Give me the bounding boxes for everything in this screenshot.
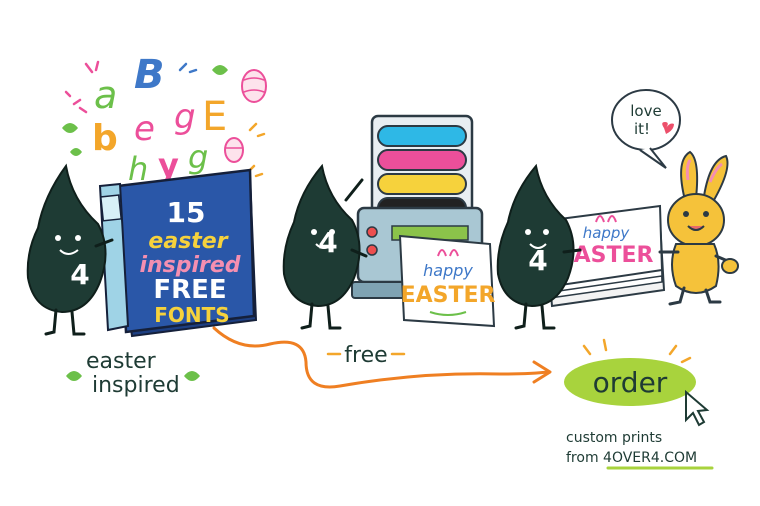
floating-letter-g: g: [174, 97, 196, 137]
step-labels: easter inspired free: [66, 343, 406, 398]
leaf-icon: [184, 371, 200, 381]
floating-letter-E: E: [202, 94, 227, 140]
stack-sheet-happy: happy: [583, 224, 631, 242]
sparkle-icon: [582, 338, 692, 364]
floating-letter-B: B: [134, 52, 165, 98]
mascot-reader: 4: [26, 163, 114, 336]
cyan-roller: [377, 125, 467, 147]
speech-line-2: it!: [634, 120, 650, 138]
caption-line-1: custom prints: [566, 430, 662, 446]
order-button-label: order: [593, 366, 668, 399]
floating-letter-e: e: [134, 109, 155, 149]
caption-line-2: from 4OVER4.COM: [566, 450, 697, 466]
cursor-icon: [685, 389, 710, 427]
caption: custom prints from 4OVER4.COM: [566, 430, 714, 470]
magenta-roller: [377, 149, 467, 171]
speech-bubble: love it!: [611, 89, 681, 169]
yellow-roller: [377, 173, 467, 195]
mascot-label: 4: [70, 258, 89, 291]
printer-sheet-happy: happy: [423, 261, 473, 280]
floating-letter-y: y: [158, 146, 179, 184]
book-title-easter: easter: [148, 229, 228, 254]
book-title-free: FREE: [153, 275, 226, 305]
print-stack: happy EASTER: [544, 204, 666, 308]
bunny: [658, 150, 739, 306]
fonts-book: 15 easter inspired FREE FONTS: [98, 168, 258, 338]
book-title-inspired: inspired: [139, 253, 240, 278]
letter-decorations: [62, 60, 267, 178]
printed-sheet: [398, 234, 496, 328]
label-easter: easter: [86, 349, 157, 374]
heart-icon: [662, 122, 674, 134]
floating-letters: a B b e g E h y g: [92, 52, 227, 188]
mascot-printer: 4: [282, 163, 368, 330]
arrowhead-icon: [532, 360, 552, 384]
book-title-fonts: FONTS: [154, 303, 229, 327]
mascot-label: 4: [528, 244, 547, 277]
leaf-icon: [62, 123, 78, 133]
easter-egg-icon: [241, 69, 267, 103]
speech-line-1: love: [630, 102, 661, 120]
printer-button-icon: [366, 226, 378, 238]
printing-press: happy EASTER: [351, 114, 496, 328]
label-inspired: inspired: [92, 373, 180, 398]
label-free: free: [344, 343, 387, 368]
floating-letter-b: b: [92, 118, 118, 159]
mascot-label: 4: [318, 226, 337, 259]
floating-letter-g2: g: [188, 138, 208, 176]
leaf-icon: [66, 371, 82, 381]
mascot-stack: 4: [496, 163, 582, 330]
floating-letter-a: a: [94, 73, 117, 117]
printer-sheet-easter: EASTER: [401, 283, 496, 308]
flow-arrow: [212, 326, 552, 389]
easter-egg-small-icon: [224, 137, 244, 163]
floating-letter-h: h: [128, 150, 148, 188]
order-button[interactable]: order: [564, 338, 696, 406]
printer-button-icon: [366, 244, 378, 256]
leaf-icon: [212, 65, 228, 75]
book-title-number: 15: [167, 196, 206, 229]
